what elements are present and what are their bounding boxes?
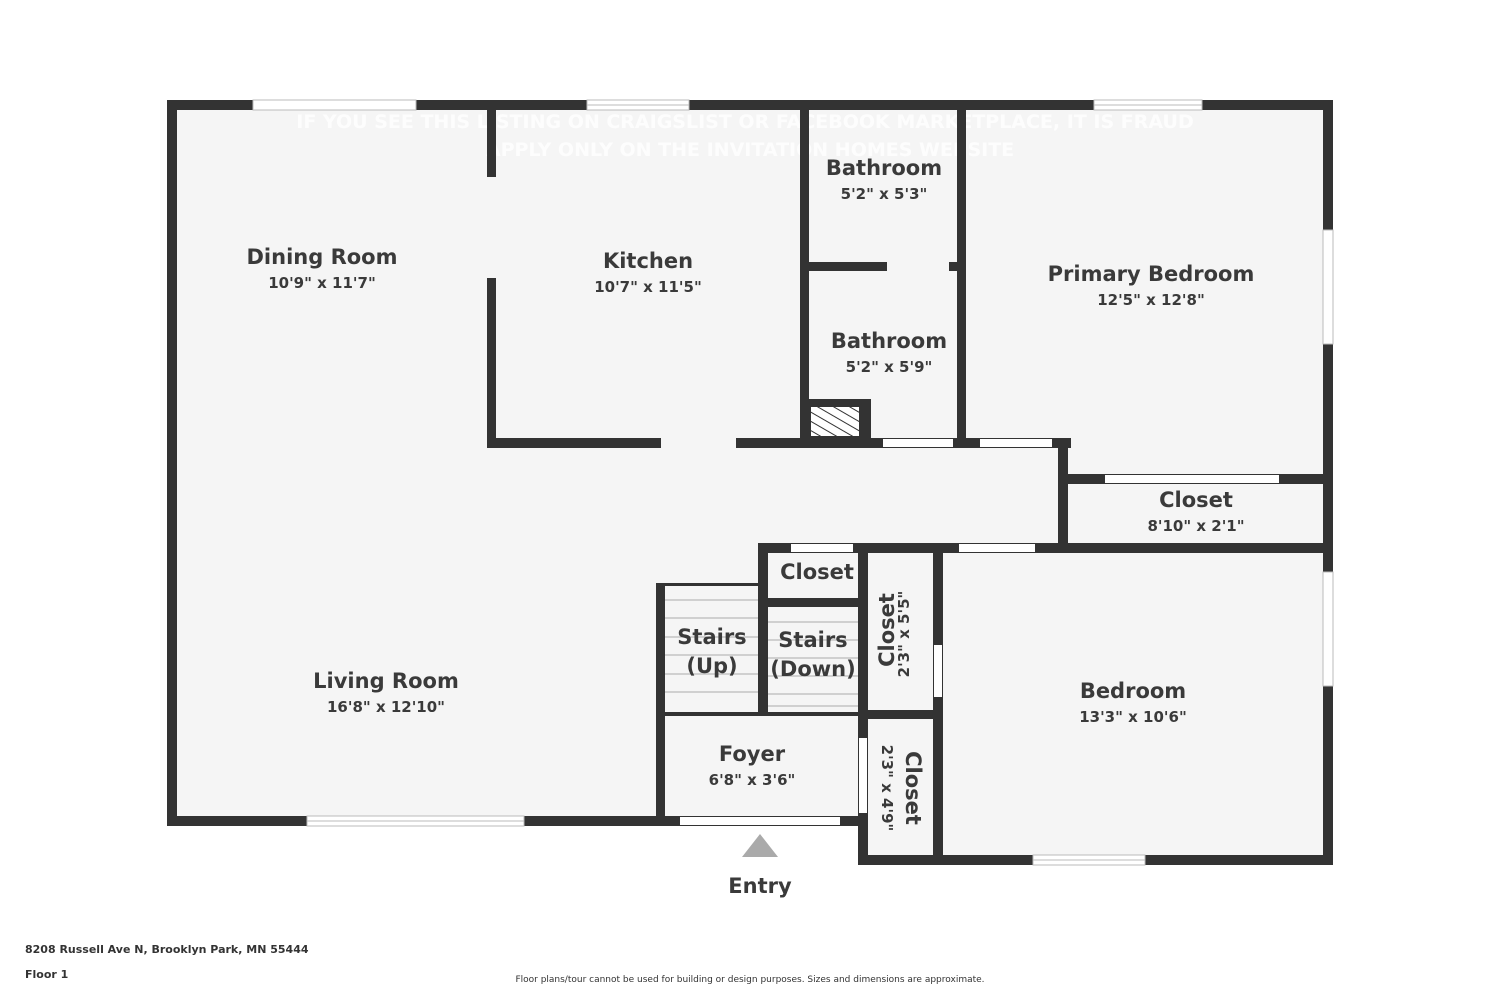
- watermark-line-2: APPLY ONLY ON THE INVITATION HOMES WEBSI…: [486, 139, 1014, 161]
- entry-arrow-icon: [742, 834, 778, 857]
- property-address: 8208 Russell Ave N, Brooklyn Park, MN 55…: [25, 943, 309, 956]
- wall-bath-left: [800, 105, 809, 448]
- wall-closet-left: [1058, 438, 1068, 550]
- wall-side-closet-divider: [863, 710, 938, 719]
- floor-fill: [172, 105, 1328, 862]
- wall-closet-bottom: [1058, 543, 1333, 553]
- primary-bedroom-label: Primary Bedroom: [1048, 262, 1255, 286]
- door-side-closet-lower: [859, 738, 867, 813]
- living-room-dimensions: 16'8" x 12'10": [327, 698, 445, 716]
- dining-room-label: Dining Room: [247, 245, 398, 269]
- primary-closet-dimensions: 8'10" x 2'1": [1147, 517, 1244, 535]
- bathroom-1-label: Bathroom: [826, 156, 942, 180]
- dining-room-dimensions: 10'9" x 11'7": [268, 274, 376, 292]
- wall-stair-divider: [758, 543, 768, 715]
- stairs-up-treads: [665, 599, 758, 693]
- door-openings: [680, 439, 1279, 825]
- door-bedroom: [959, 544, 1035, 552]
- bathroom-2-label: Bathroom: [831, 329, 947, 353]
- wall-stairs-left: [656, 584, 665, 826]
- bedroom-dimensions: 13'3" x 10'6": [1079, 708, 1187, 726]
- windows: [252, 99, 1334, 866]
- closet-upper-dimensions: 2'3" x 5'5": [895, 591, 913, 678]
- stairs-up-label-line-2: (Up): [686, 654, 737, 678]
- bathroom-1-dimensions: 5'2" x 5'3": [841, 185, 928, 203]
- door-hall-closet: [791, 544, 853, 552]
- wall-hall-top: [758, 543, 1063, 553]
- wall-dining-kitchen-lower: [487, 278, 496, 448]
- door-primary-closet: [1105, 475, 1279, 483]
- window-bedroom-right: [1322, 571, 1334, 687]
- stairs-up-label-line-1: Stairs: [677, 625, 746, 649]
- wall-dining-kitchen-upper: [487, 105, 496, 177]
- foyer-dimensions: 6'8" x 3'6": [709, 771, 796, 789]
- bathroom-2-dimensions: 5'2" x 5'9": [846, 358, 933, 376]
- wall-bath-divider-right: [949, 262, 958, 271]
- closet-lower-label: Closet: [901, 751, 925, 825]
- door-primary: [980, 439, 1052, 447]
- door-entry: [680, 817, 840, 825]
- stairs-down-label-line-2: (Down): [770, 657, 855, 681]
- wall-stair-top: [656, 583, 763, 586]
- wall-bath-divider-left: [809, 262, 887, 271]
- primary-bedroom-dimensions: 12'5" x 12'8": [1097, 291, 1205, 309]
- wall-foyer-top: [660, 712, 862, 716]
- closet-lower-dimensions: 2'3" x 4'9": [878, 745, 896, 832]
- entry-label: Entry: [728, 874, 792, 898]
- floor-label: Floor 1: [25, 968, 69, 981]
- window-dining: [252, 99, 417, 111]
- wall-side-closet-left: [858, 543, 867, 715]
- kitchen-label: Kitchen: [603, 249, 693, 273]
- wall-hall-closet-bottom: [763, 598, 863, 607]
- stairs-down-treads: [768, 621, 858, 707]
- wall-top: [167, 100, 1333, 110]
- primary-closet-label: Closet: [1159, 488, 1233, 512]
- wall-left: [167, 100, 177, 826]
- window-primary-right: [1322, 229, 1334, 345]
- chimney-hatch: [811, 407, 859, 436]
- stairs-down-label-line-1: Stairs: [778, 628, 847, 652]
- kitchen-dimensions: 10'7" x 11'5": [594, 278, 702, 296]
- wall-bath-right: [957, 105, 966, 448]
- hall-closet-label: Closet: [780, 560, 854, 584]
- wall-kitchen-bottom-left: [487, 438, 661, 448]
- door-side-closet-upper: [934, 645, 942, 697]
- wall-side-closet-right: [933, 543, 943, 865]
- wall-right-lower: [1323, 543, 1333, 865]
- closet-upper-label: Closet: [875, 593, 899, 667]
- watermark-line-1: IF YOU SEE THIS LISTING ON CRAIGSLIST OR…: [296, 111, 1193, 133]
- disclaimer: Floor plans/tour cannot be used for buil…: [515, 975, 985, 985]
- foyer-label: Foyer: [719, 742, 786, 766]
- bedroom-label: Bedroom: [1080, 679, 1186, 703]
- living-room-label: Living Room: [313, 669, 459, 693]
- door-bath-lower: [883, 439, 953, 447]
